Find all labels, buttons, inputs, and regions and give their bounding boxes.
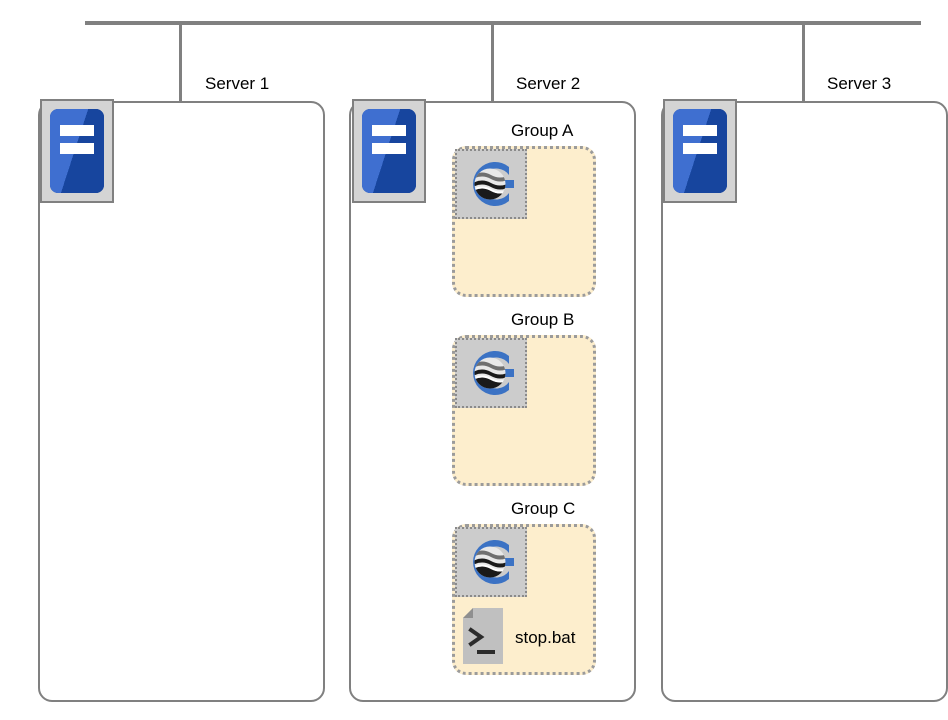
- network-drop-line-server-1: [179, 21, 182, 101]
- server-chassis: [673, 109, 727, 193]
- server-label-server-1: Server 1: [205, 74, 270, 93]
- glassfish-logo-icon[interactable]: [455, 149, 527, 219]
- group-box-group-a[interactable]: [452, 146, 596, 297]
- group-box-group-c[interactable]: stop.bat: [452, 524, 596, 675]
- server-slot-bar-top: [683, 125, 717, 136]
- group-box-group-b[interactable]: [452, 335, 596, 486]
- group-label-group-c: Group C: [511, 499, 576, 518]
- glassfish-logo-icon[interactable]: [455, 527, 527, 597]
- server-slot-bar-top: [372, 125, 406, 136]
- network-drop-line-server-2: [491, 21, 494, 101]
- file-label-stop-bat: stop.bat: [515, 627, 576, 647]
- server-icon[interactable]: [352, 99, 426, 203]
- server-slot-bar-bottom: [372, 143, 406, 154]
- server-chassis: [362, 109, 416, 193]
- server-slot-bar-top: [60, 125, 94, 136]
- network-drop-line-server-3: [802, 21, 805, 101]
- server-slot-bar-bottom: [60, 143, 94, 154]
- batch-file-icon[interactable]: [459, 606, 507, 668]
- network-bus-line: [85, 21, 921, 25]
- glassfish-logo-icon[interactable]: [455, 338, 527, 408]
- server-slot-bar-bottom: [683, 143, 717, 154]
- server-label-server-2: Server 2: [516, 74, 581, 93]
- server-chassis: [50, 109, 104, 193]
- server-icon[interactable]: [663, 99, 737, 203]
- group-label-group-b: Group B: [511, 310, 575, 329]
- server-label-server-3: Server 3: [827, 74, 892, 93]
- file-item-stop-bat[interactable]: stop.bat: [459, 603, 595, 671]
- server-icon[interactable]: [40, 99, 114, 203]
- group-label-group-a: Group A: [511, 121, 574, 140]
